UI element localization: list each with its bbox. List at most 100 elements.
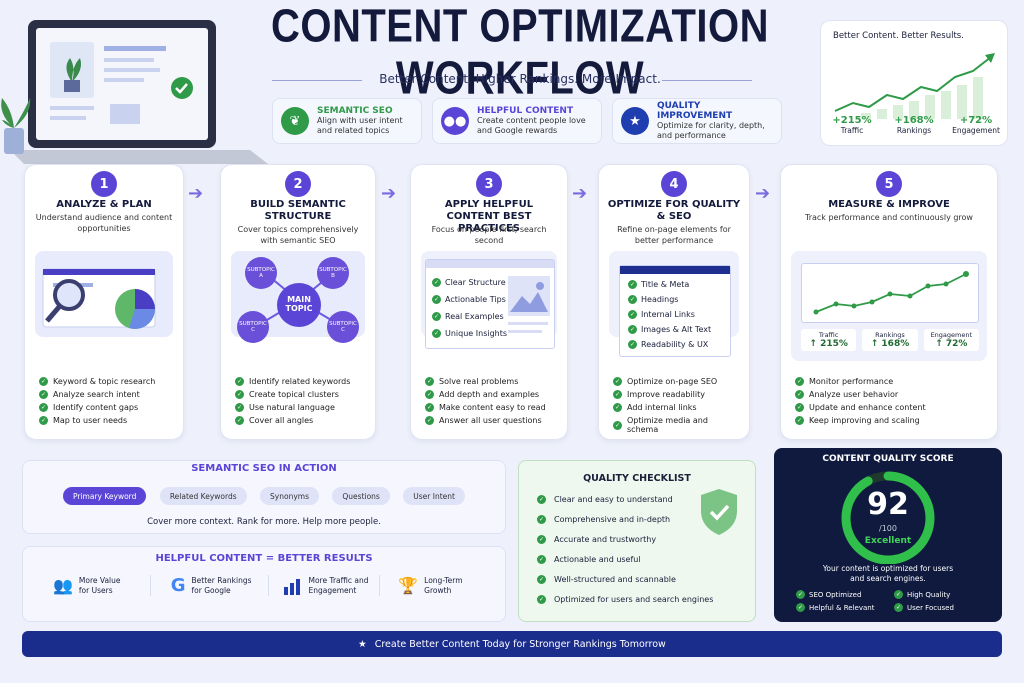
metric-value: ↑ 168% <box>870 339 910 349</box>
stat-value: +72% <box>959 115 993 126</box>
pillar-title: QUALITY IMPROVEMENT <box>657 101 733 122</box>
bar-chart-icon <box>283 578 300 595</box>
list-item: ✓Map to user needs <box>39 416 128 425</box>
list-item: ✓Monitor performance <box>795 377 894 386</box>
pillar-quality-improvement: ★ QUALITY IMPROVEMENT Optimize for clari… <box>612 98 782 144</box>
list-item: ✓Identify related keywords <box>235 377 351 386</box>
item-text: Create topical clusters <box>249 390 339 399</box>
stat-traffic: +215% Traffic <box>821 115 883 135</box>
metric-rankings: Rankings ↑ 168% <box>862 329 918 351</box>
score-badge: ✓User Focused <box>894 603 954 612</box>
stat-rankings: +168% Rankings <box>883 115 945 135</box>
item-text: Actionable Tips <box>445 295 506 304</box>
item-text: Update and enhance content <box>809 403 926 412</box>
helpful-heading: HELPFUL CONTENT = BETTER RESULTS <box>155 553 373 564</box>
stat-label: Engagement <box>952 126 1000 135</box>
step-card-optimize: 4 OPTIMIZE FOR QUALITY & SEO Refine on-p… <box>598 164 750 440</box>
score-gauge <box>841 471 935 564</box>
result-more-traffic: More Traffic and Engagement <box>269 575 381 596</box>
quality-checklist-panel: QUALITY CHECKLIST ✓Clear and easy to und… <box>518 460 756 622</box>
stats-heading: Better Content. Better Results. <box>833 31 964 41</box>
item-text: Actionable and useful <box>554 555 641 564</box>
metric-label: Traffic <box>818 331 839 339</box>
step-number: 1 <box>91 171 117 197</box>
metric-label: Engagement <box>930 331 973 339</box>
list-item: ✓Update and enhance content <box>795 403 926 412</box>
pillar-desc: Optimize for clarity, depth, and perform… <box>657 121 765 140</box>
metric-traffic: Traffic ↑ 215% <box>801 329 857 351</box>
plant-icon <box>0 92 32 162</box>
step-title: OPTIMIZE FOR QUALITY & SEO <box>607 199 741 222</box>
item-text: Answer all user questions <box>439 416 542 425</box>
semantic-seo-panel: SEMANTIC SEO IN ACTION Primary Keyword R… <box>22 460 506 534</box>
result-label: More Value for Users <box>78 575 121 595</box>
item-text: Analyze search intent <box>53 390 140 399</box>
result-label: Better Rankings for Google <box>191 575 252 595</box>
item-text: Make content easy to read <box>439 403 546 412</box>
step-number: 3 <box>476 171 502 197</box>
page-title: CONTENT OPTIMIZATION WORKFLOW <box>270 1 770 104</box>
score-heading: CONTENT QUALITY SCORE <box>822 454 954 464</box>
result-long-term-growth: 🏆 Long-Term Growth <box>380 575 495 596</box>
step-card-measure: 5 MEASURE & IMPROVE Track performance an… <box>780 164 998 440</box>
list-item: ✓Improve readability <box>613 390 705 399</box>
checklist-item: ✓Optimized for users and search engines <box>537 595 714 604</box>
step-card-semantic-structure: 2 BUILD SEMANTIC STRUCTURE Cover topics … <box>220 164 376 440</box>
check-item: ✓Clear Structure <box>432 278 506 287</box>
line-chart-icon <box>813 271 969 315</box>
check-item: ✓Actionable Tips <box>432 295 506 304</box>
pillar-title: SEMANTIC SEO <box>317 106 393 117</box>
item-text: Analyze user behavior <box>809 390 899 399</box>
stat-label: Traffic <box>840 126 864 135</box>
pillar-desc: Align with user intent and related topic… <box>317 116 403 135</box>
step-desc: Focus on people first, search second <box>431 225 547 245</box>
trophy-icon: 🏆 <box>398 576 419 595</box>
result-more-value: 👥 More Value for Users <box>33 575 151 596</box>
item-text: Headings <box>641 295 679 304</box>
check-item: ✓Images & Alt Text <box>628 325 712 334</box>
list-item: ✓Analyze user behavior <box>795 390 899 399</box>
star-icon: ★ <box>358 638 367 650</box>
step-number: 4 <box>661 171 687 197</box>
result-label: More Traffic and Engagement <box>308 575 369 595</box>
checklist-heading: QUALITY CHECKLIST <box>583 473 691 484</box>
step-desc: Understand audience and content opportun… <box>35 213 173 233</box>
footer-cta-banner[interactable]: ★ Create Better Content Today for Strong… <box>22 631 1002 657</box>
step-title: ANALYZE & PLAN <box>56 199 152 210</box>
tag-questions: Questions <box>332 487 390 505</box>
laptop-icon <box>10 20 268 164</box>
step-card-analyze: 1 ANALYZE & PLAN Understand audience and… <box>24 164 184 440</box>
item-text: Optimize media and schema <box>627 416 708 434</box>
item-text: Images & Alt Text <box>641 325 712 334</box>
step-title: MEASURE & IMPROVE <box>828 199 950 210</box>
item-text: Clear and easy to understand <box>554 495 673 504</box>
results-stats-panel: Better Content. Better Results. +215% Tr… <box>820 20 1008 146</box>
arrow-right-icon: ➔ <box>381 183 397 204</box>
step-number: 2 <box>285 171 311 197</box>
score-badge: ✓High Quality <box>894 590 951 599</box>
pillar-helpful-content: ●● HELPFUL CONTENT Create content people… <box>432 98 602 144</box>
score-badge: ✓SEO Optimized <box>796 590 862 599</box>
item-text: Comprehensive and in-depth <box>554 515 671 524</box>
score-badge: ✓Helpful & Relevant <box>796 603 875 612</box>
check-item: ✓Unique Insights <box>432 329 508 338</box>
item-text: Title & Meta <box>641 280 690 289</box>
item-text: Keep improving and scaling <box>809 416 920 425</box>
list-item: ✓Answer all user questions <box>425 416 542 425</box>
item-text: Accurate and trustworthy <box>554 535 657 544</box>
badge-text: User Focused <box>907 603 954 612</box>
pillar-title: HELPFUL CONTENT <box>477 106 574 117</box>
stat-value: +168% <box>894 115 934 126</box>
growth-chart-icon <box>834 53 995 119</box>
list-item: ✓Keep improving and scaling <box>795 416 920 425</box>
list-item: ✓Cover all angles <box>235 416 314 425</box>
stat-engagement: +72% Engagement <box>945 115 1007 135</box>
list-item: ✓Make content easy to read <box>425 403 546 412</box>
check-item: ✓Internal Links <box>628 310 695 319</box>
subtitle-divider-right <box>662 80 752 81</box>
tag-related-keywords: Related Keywords <box>159 487 247 505</box>
item-text: Identify related keywords <box>249 377 351 386</box>
checklist-item: ✓Accurate and trustworthy <box>537 535 657 544</box>
item-text: Cover all angles <box>249 416 314 425</box>
step-desc: Cover topics comprehensively with semant… <box>237 225 359 245</box>
